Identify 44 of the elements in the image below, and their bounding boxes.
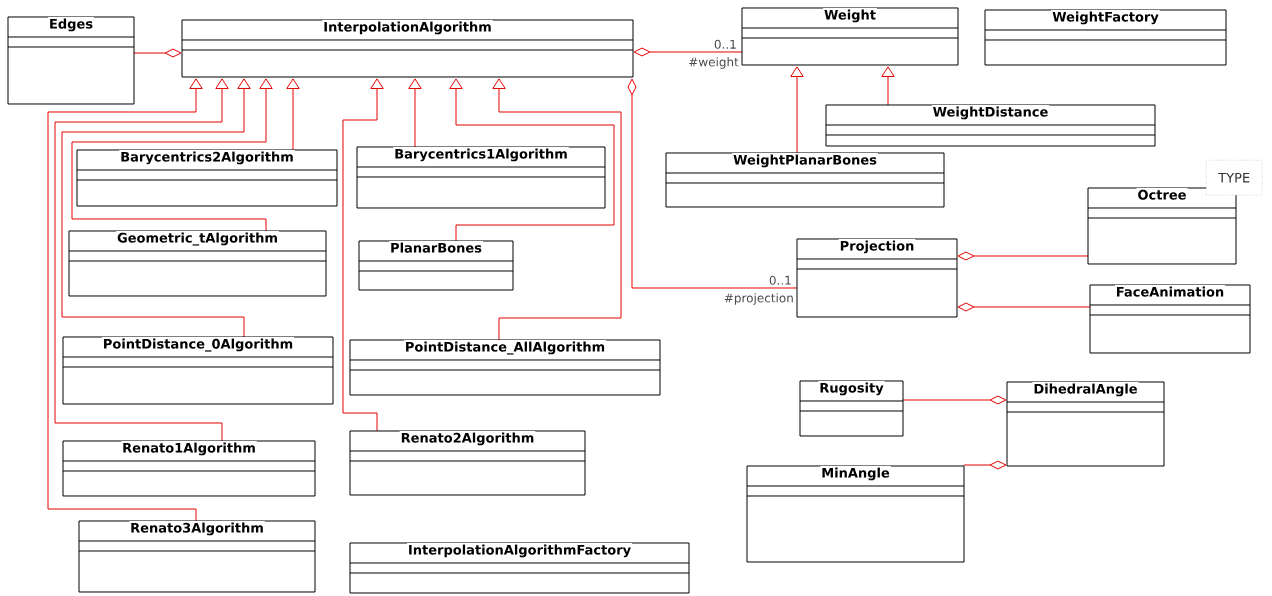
- class-box: Renato3Algorithm: [78, 520, 316, 593]
- generalization-arrow: [408, 78, 422, 148]
- class-box: Geometric_tAlgorithm: [68, 230, 327, 297]
- aggregation-line: [902, 395, 1007, 405]
- class-box: Projection: [796, 238, 958, 318]
- generalization-arrow: [47, 78, 203, 522]
- class-box: InterpolationAlgorithm: [181, 19, 634, 78]
- generalization-arrow: [492, 78, 622, 341]
- generalization-arrow: [286, 78, 300, 151]
- class-box: WeightDistance: [825, 104, 1156, 147]
- class-box: FaceAnimation: [1089, 284, 1251, 354]
- generalization-arrow: [61, 78, 251, 338]
- class-box: PointDistance_0Algorithm: [62, 336, 334, 405]
- class-box: PlanarBones: [358, 240, 514, 291]
- multiplicity-label: 0..1: [769, 275, 791, 285]
- aggregation-line: [627, 78, 798, 289]
- role-label: #projection: [722, 292, 795, 306]
- class-box: MinAngle: [746, 465, 965, 563]
- multiplicity-label: 0..1: [714, 39, 736, 49]
- class-box: Rugosity: [799, 380, 904, 437]
- role-label: #weight: [687, 56, 740, 70]
- class-box: InterpolationAlgorithmFactory: [349, 542, 690, 594]
- class-box: WeightFactory: [984, 9, 1227, 66]
- generalization-arrow: [790, 66, 804, 154]
- template-parameter-box: TYPE: [1206, 160, 1263, 196]
- generalization-arrow: [342, 78, 384, 432]
- class-box: DihedralAngle: [1006, 381, 1165, 467]
- class-box: Barycentrics1Algorithm: [356, 146, 606, 209]
- aggregation-line: [633, 47, 743, 57]
- aggregation-line: [957, 302, 1091, 312]
- generalization-arrow: [71, 78, 273, 232]
- generalization-arrow: [449, 78, 615, 242]
- class-box: Renato1Algorithm: [62, 440, 316, 497]
- generalization-arrow: [54, 78, 229, 442]
- class-box: Edges: [7, 16, 135, 105]
- class-box: WeightPlanarBones: [665, 152, 945, 208]
- class-box: Weight: [741, 7, 959, 66]
- aggregation-line: [963, 460, 1007, 470]
- generalization-arrow: [881, 66, 895, 106]
- aggregation-line: [957, 251, 1089, 261]
- class-box: Renato2Algorithm: [349, 430, 586, 496]
- class-box: PointDistance_AllAlgorithm: [349, 339, 661, 396]
- class-box: Barycentrics2Algorithm: [76, 149, 338, 207]
- aggregation-line: [133, 48, 182, 58]
